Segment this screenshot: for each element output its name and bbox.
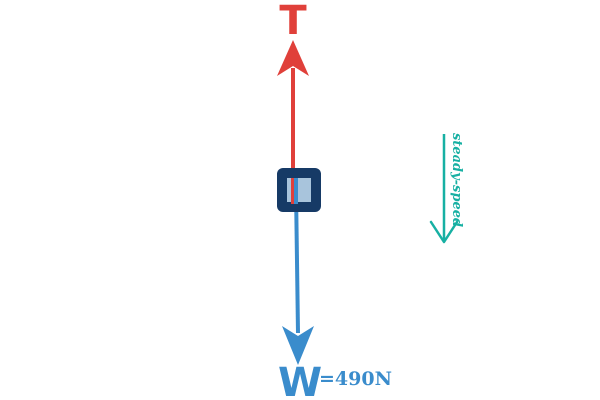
tension-force-arrow xyxy=(277,40,309,190)
weight-force-arrow xyxy=(282,189,314,365)
weight-value-label: =490N xyxy=(319,368,392,390)
motion-label: steady-speed xyxy=(449,133,464,227)
body-block xyxy=(277,168,321,212)
arrow-down-icon xyxy=(429,134,459,244)
tension-label: T xyxy=(279,0,307,44)
weight-label: W xyxy=(278,360,322,400)
motion-indicator: steady-speed xyxy=(429,133,464,244)
